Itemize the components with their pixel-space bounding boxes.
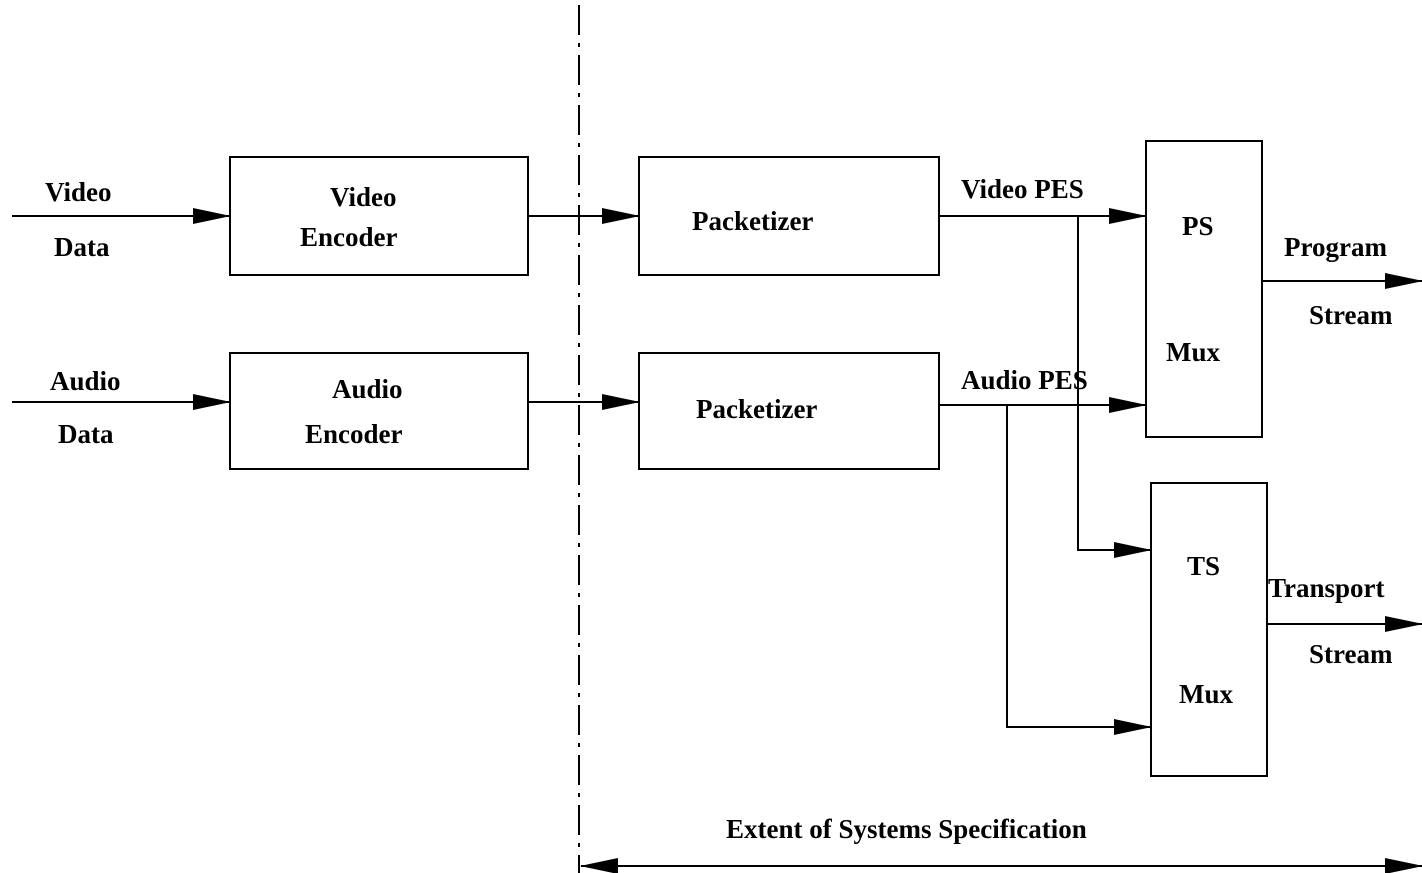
video-pes-label: Video PES <box>961 174 1084 204</box>
ts-mux-label-2: Mux <box>1179 679 1234 709</box>
ps-mux-label-2: Mux <box>1166 337 1221 367</box>
audio-data-label-2: Data <box>58 419 114 449</box>
video-pes-to-ts-mux-arrow <box>1077 216 1152 558</box>
audio-encoder-box <box>229 352 529 470</box>
video-data-label-2: Data <box>54 232 110 262</box>
audio-encoder-label-1: Audio <box>332 374 403 404</box>
program-stream-label-1: Program <box>1284 232 1387 262</box>
video-encoder-label-1: Video <box>330 182 397 212</box>
transport-stream-label-1: Transport <box>1268 573 1385 603</box>
ts-mux-label-1: TS <box>1187 551 1220 581</box>
audio-pes-to-ts-mux-arrow <box>1006 405 1152 735</box>
extent-label: Extent of Systems Specification <box>726 814 1087 844</box>
audio-packetizer-label: Packetizer <box>696 394 817 424</box>
audio-pes-label: Audio PES <box>961 365 1088 395</box>
video-encoder-label-2: Encoder <box>300 222 398 252</box>
video-data-label-1: Video <box>45 177 112 207</box>
transport-stream-label-2: Stream <box>1309 639 1393 669</box>
video-encoder-box <box>229 156 529 276</box>
audio-encoder-label-2: Encoder <box>305 419 403 449</box>
ps-mux-label-1: PS <box>1182 211 1214 241</box>
ts-mux-box <box>1150 482 1268 777</box>
ps-mux-box <box>1145 140 1263 438</box>
audio-packetizer-box <box>638 352 940 470</box>
program-stream-label-2: Stream <box>1309 300 1393 330</box>
audio-data-label-1: Audio <box>50 366 121 396</box>
video-packetizer-label: Packetizer <box>692 206 813 236</box>
